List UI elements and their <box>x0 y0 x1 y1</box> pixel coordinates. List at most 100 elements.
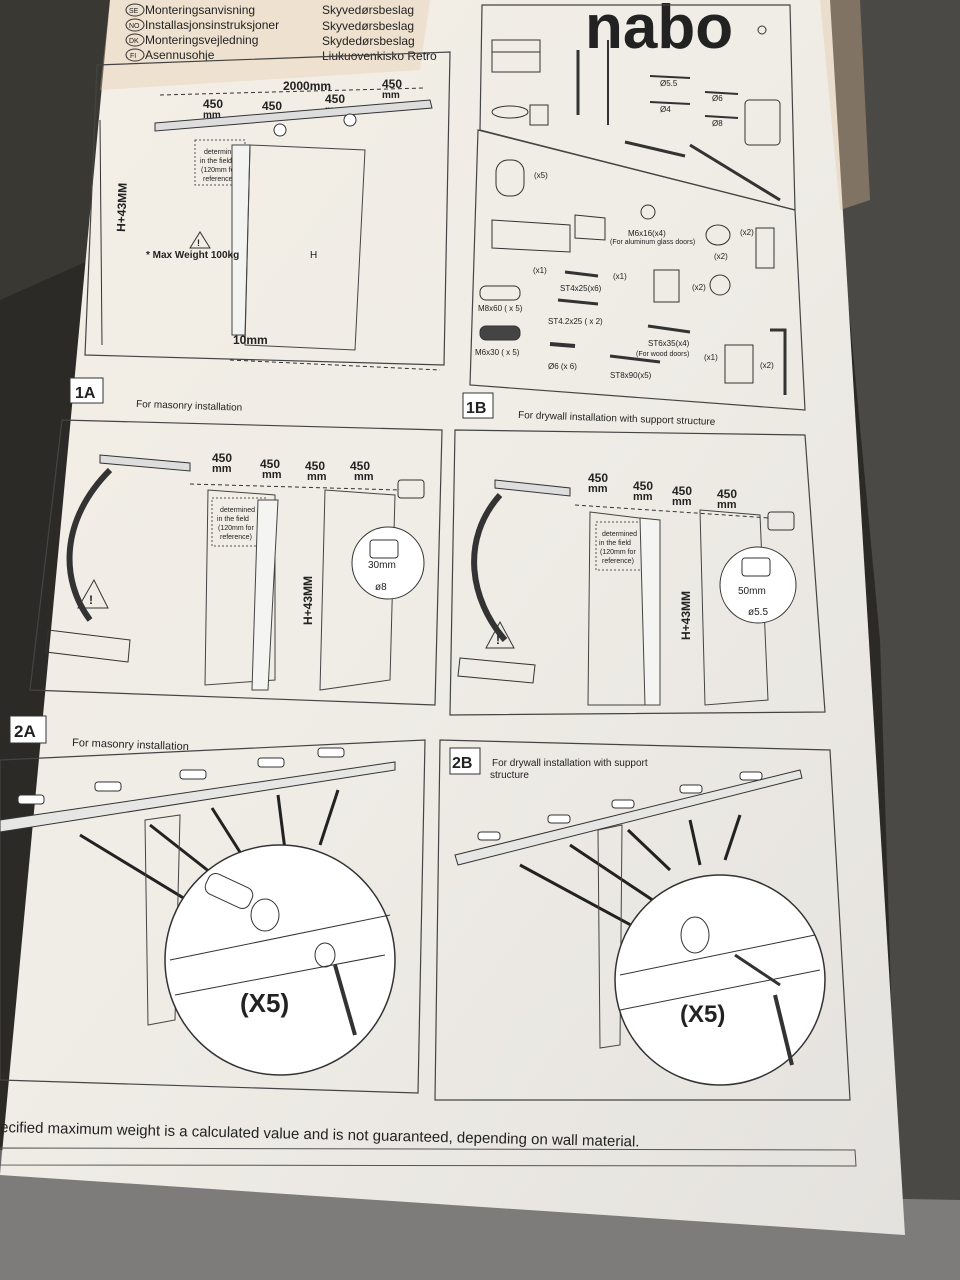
step-2b-caption-line2: structure <box>490 770 529 781</box>
parts-illustrations <box>479 159 787 395</box>
svg-text:Ø8: Ø8 <box>712 119 723 128</box>
step-2a-caption: For masonry installation <box>72 737 189 753</box>
step-2a-count: (X5) <box>240 988 289 1018</box>
svg-text:in the field: in the field <box>217 516 249 523</box>
overview-panel: 2000mm 450 mm 450 mm 450 mm 450 mm H+43M… <box>84 51 451 371</box>
hanger-bracket-icon <box>653 269 680 303</box>
part-label-st6x35: ST6x35(x4) <box>648 339 690 348</box>
lang-code-fi: FI <box>130 53 136 60</box>
gap-label: 10mm <box>233 333 268 347</box>
part-label-stopper: (x5) <box>534 171 548 180</box>
step-2a-badge <box>9 715 47 744</box>
step-1a-panel: 1A For masonry installation ! 450 mm 450… <box>29 377 443 706</box>
svg-text:determined: determined <box>220 507 255 514</box>
svg-text:(120mm for: (120mm for <box>600 549 636 556</box>
step-1b-badge <box>462 392 494 419</box>
svg-text:(120mm for: (120mm for <box>218 525 254 532</box>
step-2b-wrench-icon <box>773 994 794 1066</box>
overview-door-panel <box>244 144 366 351</box>
step-1b-number: 1B <box>466 400 486 417</box>
lang-code-dk: DK <box>129 38 139 45</box>
svg-text:Ø4: Ø4 <box>660 105 671 114</box>
lang-code-badges: SE NO DK FI <box>125 3 145 62</box>
floor-bracket-icon <box>724 344 754 384</box>
step-1b-height-label: H+43MM <box>679 591 693 640</box>
part-label-m8x60: M8x60 ( x 5) <box>478 304 523 313</box>
step-1b-level-icon <box>457 657 536 684</box>
step-2a-rail-detail-bottom <box>174 954 386 996</box>
parts-labels: (x5) M6x16(x4) (For aluminum glass doors… <box>475 171 774 380</box>
step-2b-rays <box>519 814 742 932</box>
svg-text:mm: mm <box>672 496 692 508</box>
part-label-wood: (For wood doors) <box>636 351 689 358</box>
svg-text:mm: mm <box>717 499 737 511</box>
wall-plug-icon <box>549 342 576 348</box>
lang-label-dk: Monteringsvejledning <box>145 33 258 47</box>
step-1a-drill-icon <box>369 539 399 559</box>
step-1a-door-opening <box>204 489 276 686</box>
part-label-bracket-qty: (x1) <box>613 272 627 281</box>
brand-logo: nabo <box>585 0 733 62</box>
part-label-aluminum: (For aluminum glass doors) <box>610 239 695 246</box>
svg-text:reference): reference) <box>203 176 235 183</box>
step-1a-caption: For masonry installation <box>136 399 242 414</box>
step-1a-segments: 450 mm 450 mm 450 mm 450 mm <box>212 451 374 483</box>
tape-icon <box>491 105 529 119</box>
background-right-surface <box>820 0 960 1280</box>
overview-segment-1: 450 <box>203 97 223 111</box>
part-label-connector-qty: (x1) <box>533 266 547 275</box>
part-label-key-qty: (x2) <box>760 361 774 370</box>
overview-segment-2: 450 <box>262 99 282 113</box>
bolt-m6x16-icon <box>640 204 656 220</box>
overview-floor-line <box>229 359 441 371</box>
step-1b-segments: 450 mm 450 mm 450 mm 450 mm <box>588 471 737 511</box>
part-label-roller-qty: (x2) <box>692 283 706 292</box>
svg-text:450: 450 <box>672 484 692 498</box>
step-1b-wall-edge <box>639 517 661 706</box>
svg-text:mm: mm <box>262 469 282 481</box>
step-1a-warning-icon <box>77 578 109 609</box>
step-1a-depth: 30mm <box>368 560 396 571</box>
step-1b-rail <box>494 479 571 497</box>
total-width-dim-line <box>159 87 426 96</box>
step-2b-count: (X5) <box>680 1001 725 1028</box>
step-1b-drill-icon <box>741 557 771 577</box>
step-2b-detail-circle <box>614 874 826 1086</box>
part-label-guide-qty: (x2) <box>714 252 728 261</box>
svg-text:450: 450 <box>633 479 653 493</box>
step-2a-rail-detail <box>169 914 391 961</box>
svg-text:450: 450 <box>260 457 280 471</box>
overview-segment-3: 450 <box>325 92 345 106</box>
step-2b-rail <box>454 769 803 866</box>
step-1a-drill-top-icon <box>397 479 425 499</box>
part-label-st42x25: ST4.2x25 ( x 2) <box>548 317 603 326</box>
step-2a-number: 2A <box>14 722 36 741</box>
step-1a-bit: ø8 <box>375 582 387 593</box>
background-left-fold <box>0 0 130 300</box>
max-weight-label: * Max Weight 100kg <box>146 250 239 261</box>
parts-panel: (x5) M6x16(x4) (For aluminum glass doors… <box>469 129 806 411</box>
overview-segment-4: 450 <box>382 77 402 91</box>
svg-text:mm: mm <box>307 471 327 483</box>
lang-label-se: Monteringsanvisning <box>145 3 255 17</box>
bolt-m8x60-icon <box>479 285 521 301</box>
step-2a-detail-circle <box>164 844 396 1076</box>
svg-text:determined: determined <box>602 531 637 538</box>
screw-st4x25-icon <box>564 270 599 278</box>
step-2b-roller-icon <box>680 916 710 954</box>
step-1a-number: 1A <box>75 385 96 402</box>
step-1b-warning-mark: ! <box>496 633 500 647</box>
lang-code-no: NO <box>129 23 140 30</box>
drill-bits: Ø5.5 Ø4 Ø6 Ø8 <box>649 75 739 128</box>
step-2b-bolts <box>477 771 763 841</box>
screw-st42x25-icon <box>557 298 599 306</box>
step-1b-panel: 1B For drywall installation with support… <box>449 392 826 716</box>
step-1a-warning-mark: ! <box>89 593 93 607</box>
toolbox-icon <box>491 39 541 73</box>
svg-text:450: 450 <box>305 459 325 473</box>
step-2b-badge <box>449 747 481 775</box>
roller-stopper-icon <box>495 159 525 197</box>
rail-connector-b <box>574 214 606 241</box>
svg-text:Ø5.5: Ø5.5 <box>660 79 678 88</box>
svg-text:determined: determined <box>204 149 239 156</box>
